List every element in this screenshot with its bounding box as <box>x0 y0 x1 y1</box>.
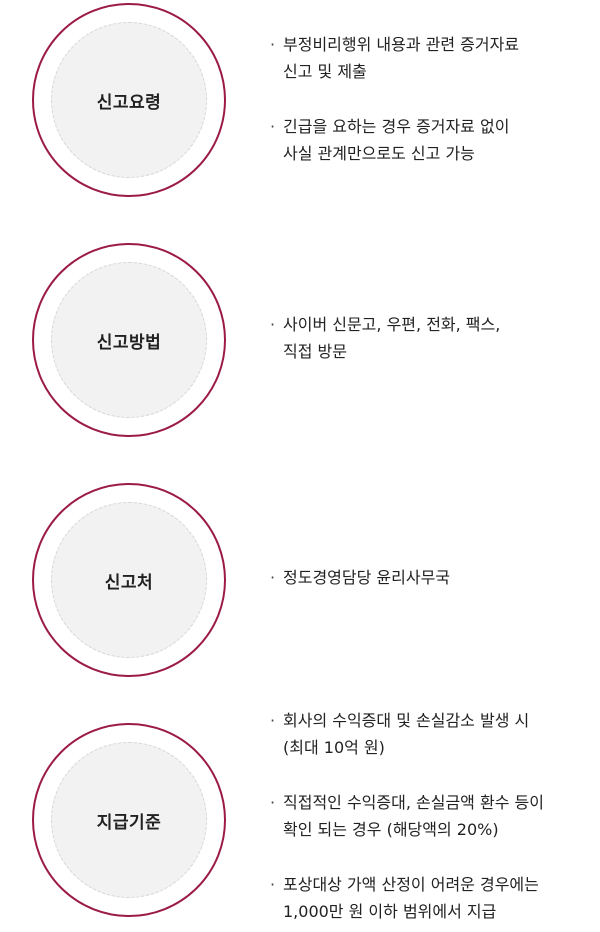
item-line: 확인 되는 경우 (해당액의 20%) <box>283 820 499 839</box>
section-circle-inner: 신고요령 <box>51 22 207 178</box>
item-line: 정도경영담당 윤리사무국 <box>283 568 451 587</box>
list-item: · 사이버 신문고, 우편, 전화, 팩스, 직접 방문 <box>268 311 598 365</box>
section-title: 신고요령 <box>96 92 162 113</box>
item-line: 회사의 수익증대 및 손실감소 발생 시 <box>283 711 530 730</box>
section-title: 신고처 <box>104 572 154 593</box>
item-line: 포상대상 가액 산정이 어려운 경우에는 <box>283 875 539 894</box>
item-line: 부정비리행위 내용과 관련 증거자료 <box>283 35 520 54</box>
list-item: · 부정비리행위 내용과 관련 증거자료 신고 및 제출 <box>268 31 598 85</box>
section-circle: 신고요령 <box>32 3 226 197</box>
section-circle: 지급기준 <box>32 723 226 917</box>
section-items: · 정도경영담당 윤리사무국 <box>268 564 598 591</box>
bullet-icon: · <box>270 315 276 334</box>
section-title: 신고방법 <box>96 332 162 353</box>
section-items: · 사이버 신문고, 우편, 전화, 팩스, 직접 방문 <box>268 311 598 365</box>
bullet-icon: · <box>270 117 276 136</box>
item-line: 1,000만 원 이하 범위에서 지급 <box>283 902 497 921</box>
list-item: · 긴급을 요하는 경우 증거자료 없이 사실 관계만으로도 신고 가능 <box>268 113 598 167</box>
section-circle: 신고방법 <box>32 243 226 437</box>
item-line: 직접적인 수익증대, 손실금액 환수 등이 <box>283 793 544 812</box>
list-item: · 직접적인 수익증대, 손실금액 환수 등이 확인 되는 경우 (해당액의 2… <box>268 789 598 843</box>
bullet-icon: · <box>270 793 276 812</box>
list-item: · 회사의 수익증대 및 손실감소 발생 시 (최대 10억 원) <box>268 707 598 761</box>
bullet-icon: · <box>270 875 276 894</box>
list-item: · 정도경영담당 윤리사무국 <box>268 564 598 591</box>
section-items: · 부정비리행위 내용과 관련 증거자료 신고 및 제출 · 긴급을 요하는 경… <box>268 31 598 167</box>
section-circle-inner: 신고처 <box>51 502 207 658</box>
item-line: (최대 10억 원) <box>283 738 385 757</box>
item-line: 긴급을 요하는 경우 증거자료 없이 <box>283 117 510 136</box>
section-circle-inner: 지급기준 <box>51 742 207 898</box>
section-circle: 신고처 <box>32 483 226 677</box>
item-line: 신고 및 제출 <box>283 62 367 81</box>
bullet-icon: · <box>270 35 276 54</box>
item-line: 사이버 신문고, 우편, 전화, 팩스, <box>283 315 501 334</box>
section-title: 지급기준 <box>96 812 162 833</box>
section-items: · 회사의 수익증대 및 손실감소 발생 시 (최대 10억 원) · 직접적인… <box>268 707 598 925</box>
list-item: · 포상대상 가액 산정이 어려운 경우에는 1,000만 원 이하 범위에서 … <box>268 871 598 925</box>
section-circle-inner: 신고방법 <box>51 262 207 418</box>
item-line: 사실 관계만으로도 신고 가능 <box>283 144 475 163</box>
bullet-icon: · <box>270 711 276 730</box>
bullet-icon: · <box>270 568 276 587</box>
item-line: 직접 방문 <box>283 342 347 361</box>
